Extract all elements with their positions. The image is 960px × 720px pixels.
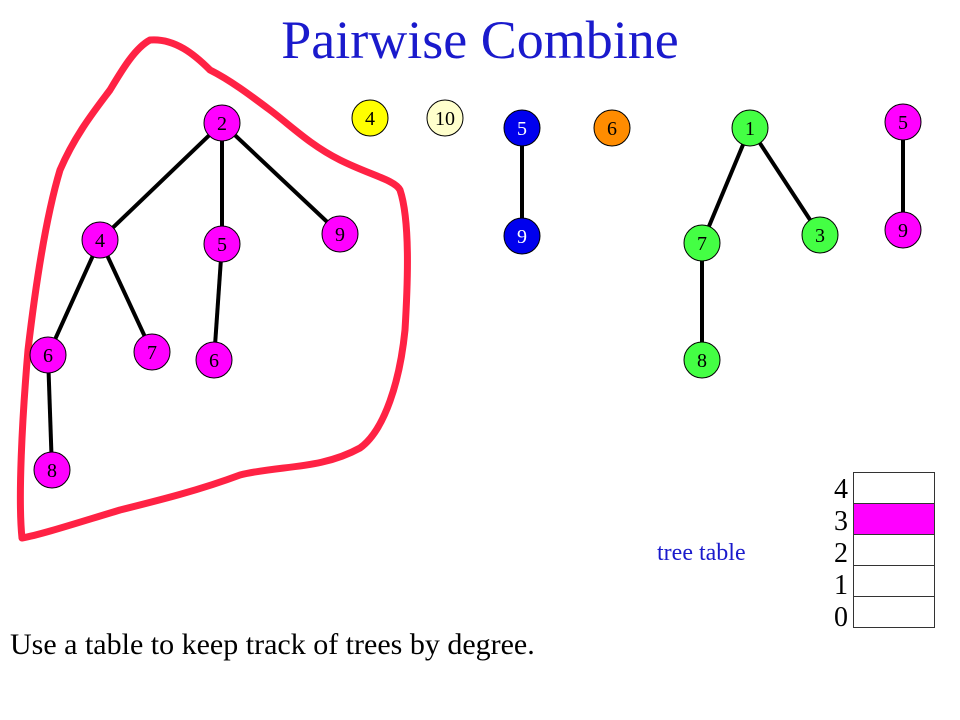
node-key: 2 <box>217 113 227 135</box>
node-key: 6 <box>209 350 219 372</box>
node-key: 8 <box>697 350 707 372</box>
node-circle <box>801 216 839 254</box>
heap-node: 5 <box>503 109 541 147</box>
tree-edge <box>700 127 752 244</box>
node-circle <box>81 221 119 259</box>
heap-node: 7 <box>133 333 171 371</box>
node-circle <box>133 333 171 371</box>
node-key: 4 <box>95 230 105 252</box>
tree-table <box>853 472 935 628</box>
heap-node: 6 <box>195 341 233 379</box>
node-key: 4 <box>365 108 375 130</box>
node-circle <box>351 99 389 137</box>
tree-edge <box>46 354 54 471</box>
heap-node: 6 <box>593 109 631 147</box>
node-circle <box>203 225 241 263</box>
heap-node: 2 <box>203 104 241 142</box>
degree-label: 1 <box>834 570 848 601</box>
node-circle <box>884 103 922 141</box>
heap-node: 9 <box>884 211 922 249</box>
hand-drawn-outline <box>16 36 411 542</box>
node-key: 3 <box>815 225 825 247</box>
degree-label: 4 <box>834 474 848 505</box>
tree-edge <box>220 121 342 236</box>
node-circle <box>321 215 359 253</box>
node-layer: 2 4 5 9 6 7 6 8 4 10 5 9 6 1 7 3 8 5 9 <box>29 99 922 489</box>
tree-table-cell <box>853 503 935 535</box>
node-key: 7 <box>697 233 707 255</box>
heap-node: 10 <box>426 99 464 137</box>
heap-node: 1 <box>731 109 769 147</box>
node-key: 7 <box>147 342 157 364</box>
node-circle <box>426 99 464 137</box>
node-key: 8 <box>47 460 57 482</box>
node-circle <box>683 341 721 379</box>
node-circle <box>203 104 241 142</box>
node-circle <box>731 109 769 147</box>
heap-node: 8 <box>683 341 721 379</box>
tree-table-cell <box>853 472 935 504</box>
heap-node: 5 <box>203 225 241 263</box>
node-key: 5 <box>898 112 908 134</box>
heap-node: 6 <box>29 336 67 374</box>
node-key: 9 <box>517 226 527 248</box>
tree-edge <box>98 121 224 242</box>
node-circle <box>33 451 71 489</box>
node-circle <box>593 109 631 147</box>
tree-edge <box>98 239 154 353</box>
tree-edge <box>46 239 102 356</box>
slide-title: Pairwise Combine <box>281 10 679 70</box>
slide-caption: Use a table to keep track of trees by de… <box>10 628 535 661</box>
heap-node: 5 <box>884 103 922 141</box>
node-key: 6 <box>607 118 617 140</box>
node-key: 5 <box>217 234 227 256</box>
node-key: 1 <box>745 118 755 140</box>
heap-node: 4 <box>81 221 119 259</box>
degree-labels: 4 3 2 1 0 <box>818 474 848 634</box>
tree-table-cell <box>853 565 935 597</box>
tree-table-label: tree table <box>657 540 746 566</box>
degree-label: 0 <box>834 602 848 633</box>
node-circle <box>884 211 922 249</box>
tree-table-cell <box>853 534 935 566</box>
degree-label: 3 <box>834 506 848 537</box>
edge-layer <box>46 121 905 471</box>
heap-node: 7 <box>683 224 721 262</box>
tree-table-cell <box>853 596 935 628</box>
node-key: 10 <box>435 108 455 130</box>
node-circle <box>503 217 541 255</box>
node-key: 6 <box>43 345 53 367</box>
heap-node: 8 <box>33 451 71 489</box>
node-key: 9 <box>335 224 345 246</box>
node-key: 9 <box>898 220 908 242</box>
heap-node: 9 <box>503 217 541 255</box>
degree-label: 2 <box>834 538 848 569</box>
node-key: 5 <box>517 118 527 140</box>
node-circle <box>683 224 721 262</box>
heap-node: 3 <box>801 216 839 254</box>
node-circle <box>29 336 67 374</box>
tree-edge <box>212 243 224 361</box>
node-circle <box>503 109 541 147</box>
heap-node: 9 <box>321 215 359 253</box>
node-circle <box>195 341 233 379</box>
heap-node: 4 <box>351 99 389 137</box>
tree-edge <box>748 126 822 237</box>
